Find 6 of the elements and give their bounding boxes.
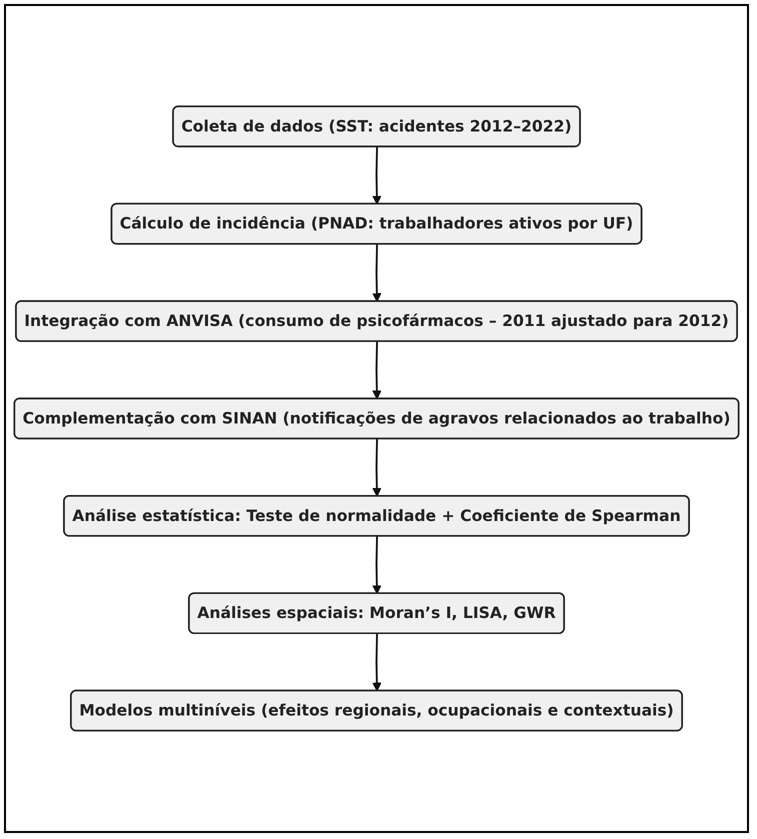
arrow xyxy=(372,439,382,497)
arrow xyxy=(372,244,382,302)
arrow xyxy=(372,146,382,205)
arrow xyxy=(372,634,382,692)
arrow xyxy=(372,342,382,400)
arrow xyxy=(372,536,382,594)
